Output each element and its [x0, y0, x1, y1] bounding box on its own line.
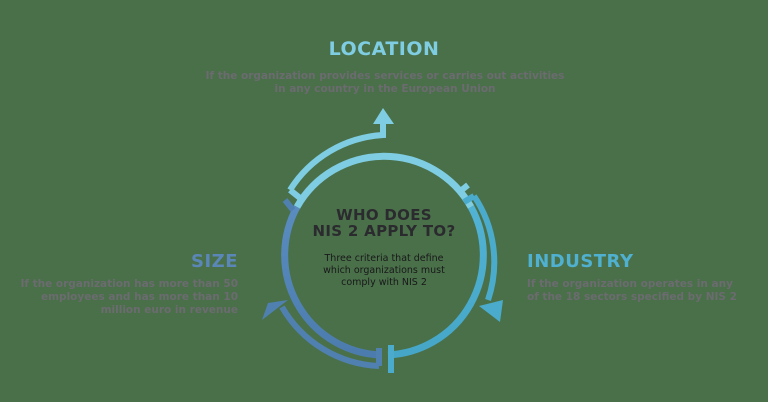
- arrowhead-up-icon: [373, 108, 394, 124]
- arrowhead-down-right-icon: [479, 300, 503, 322]
- center-subtitle-line-1: Three criteria that define: [324, 253, 444, 264]
- arrowhead-down-left-icon: [262, 300, 288, 320]
- center-subtitle-line-3: comply with NIS 2: [341, 277, 427, 288]
- arrow-size: [262, 198, 382, 369]
- center-title-line-1: WHO DOES: [336, 206, 432, 224]
- location-description: If the organization provides services or…: [205, 70, 565, 95]
- arrow-location: [287, 108, 470, 201]
- center-title: WHO DOES NIS 2 APPLY TO?: [284, 207, 484, 239]
- center-title-line-2: NIS 2 APPLY TO?: [312, 222, 456, 240]
- inner-ring: [281, 152, 487, 359]
- size-description: If the organization has more than 50 emp…: [20, 278, 238, 316]
- location-title: LOCATION: [328, 38, 440, 60]
- industry-title: INDUSTRY: [527, 251, 634, 272]
- size-title: SIZE: [190, 251, 238, 272]
- inner-arc-left: [281, 205, 381, 359]
- industry-description: If the organization operates in any of t…: [527, 278, 737, 303]
- center-subtitle: Three criteria that define which organiz…: [294, 253, 474, 289]
- arrow-industry: [388, 193, 503, 373]
- inner-arc-top: [293, 152, 475, 209]
- center-subtitle-line-2: which organizations must: [323, 265, 445, 276]
- inner-arc-right: [387, 205, 487, 359]
